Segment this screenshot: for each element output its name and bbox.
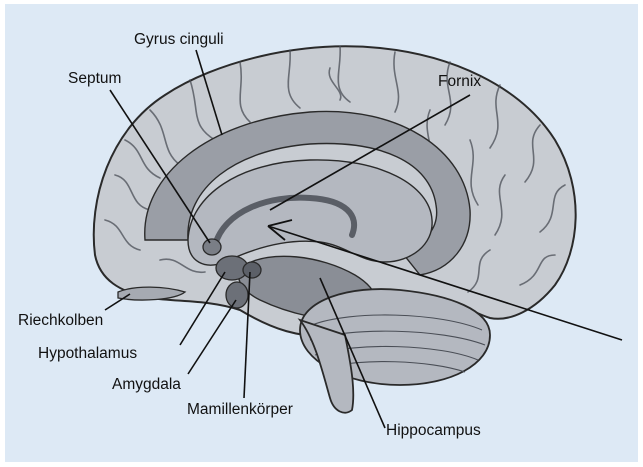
label-amygdala: Amygdala <box>112 376 181 393</box>
label-riechkolben: Riechkolben <box>18 312 103 329</box>
amygdala-structure <box>226 282 248 308</box>
label-gyrus-cinguli: Gyrus cinguli <box>134 31 224 48</box>
label-hypothalamus: Hypothalamus <box>38 345 137 362</box>
label-septum: Septum <box>68 70 121 87</box>
label-hippocampus: Hippocampus <box>386 422 481 439</box>
label-fornix: Fornix <box>438 73 481 90</box>
mamillary-body-structure <box>243 262 261 278</box>
label-mamillenkoerper: Mamillenkörper <box>187 401 293 418</box>
septum-structure <box>203 239 221 255</box>
leader-amygdala <box>188 300 236 374</box>
